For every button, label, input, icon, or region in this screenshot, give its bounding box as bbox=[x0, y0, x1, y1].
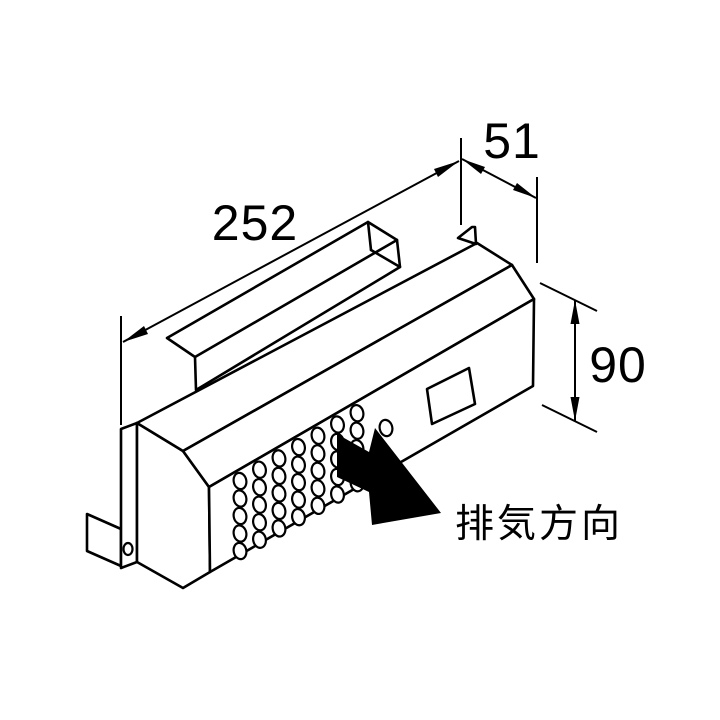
grille-hole bbox=[252, 495, 267, 514]
grille-hole bbox=[291, 472, 306, 492]
grille-hole bbox=[291, 507, 306, 527]
top-ridge-duct bbox=[165, 220, 402, 392]
grille-hole bbox=[271, 466, 287, 486]
rectangular-vent-opening bbox=[425, 366, 477, 426]
ridge-end-rear-edge bbox=[366, 220, 373, 252]
grille-hole bbox=[252, 477, 267, 497]
bracket-screw-hole bbox=[122, 541, 134, 557]
exhaust-direction-arrow bbox=[337, 428, 441, 525]
grille-hole bbox=[271, 501, 287, 521]
grille-hole-extra bbox=[378, 418, 394, 438]
grille-hole bbox=[349, 403, 365, 423]
dimension-label-51: 51 bbox=[483, 113, 541, 169]
arrowhead bbox=[123, 326, 148, 342]
grille-hole bbox=[349, 421, 365, 440]
grille-hole bbox=[310, 479, 326, 498]
grille-hole bbox=[232, 541, 248, 561]
grille-hole bbox=[232, 506, 248, 526]
dimension-depth-51: 51 bbox=[461, 113, 541, 263]
arrowhead bbox=[462, 159, 485, 174]
arrowhead bbox=[570, 300, 580, 324]
grille-hole bbox=[232, 524, 248, 543]
grille-hole bbox=[232, 489, 248, 508]
dimension-label-252: 252 bbox=[212, 195, 298, 251]
extension-line bbox=[539, 282, 598, 312]
louver-panel bbox=[207, 297, 536, 574]
grille-hole bbox=[310, 444, 326, 463]
grille-hole bbox=[310, 496, 326, 516]
grille-hole bbox=[271, 519, 287, 538]
grille-hole bbox=[291, 455, 306, 474]
grille-hole bbox=[252, 460, 267, 479]
grille-hole bbox=[310, 426, 326, 446]
dimension-line bbox=[122, 160, 460, 343]
grille-hole bbox=[330, 415, 345, 434]
exhaust-direction-label: 排気方向 bbox=[455, 503, 623, 546]
wall-tab-left bbox=[85, 512, 123, 568]
ridge-front-top-edge bbox=[193, 238, 399, 359]
grille-hole bbox=[291, 490, 306, 509]
dimension-label-90: 90 bbox=[589, 337, 647, 393]
grille-hole bbox=[310, 461, 326, 481]
wall-tab-right bbox=[456, 225, 478, 246]
grille-hole bbox=[252, 530, 267, 549]
arrowhead bbox=[513, 183, 536, 198]
grille-hole bbox=[330, 485, 345, 504]
dimension-height-90: 90 bbox=[539, 282, 647, 433]
grille-hole bbox=[271, 484, 287, 503]
arrowhead bbox=[570, 397, 580, 421]
grille-hole bbox=[291, 437, 306, 457]
exhaust-cover-body bbox=[85, 220, 536, 590]
extension-line bbox=[541, 404, 598, 433]
dimension-width-252: 252 bbox=[120, 138, 462, 425]
grille-hole bbox=[252, 512, 267, 532]
grille-hole bbox=[232, 471, 248, 491]
arrowhead bbox=[434, 161, 459, 177]
grille-hole bbox=[271, 449, 287, 468]
ridge-end-bottom-edge bbox=[369, 248, 402, 269]
